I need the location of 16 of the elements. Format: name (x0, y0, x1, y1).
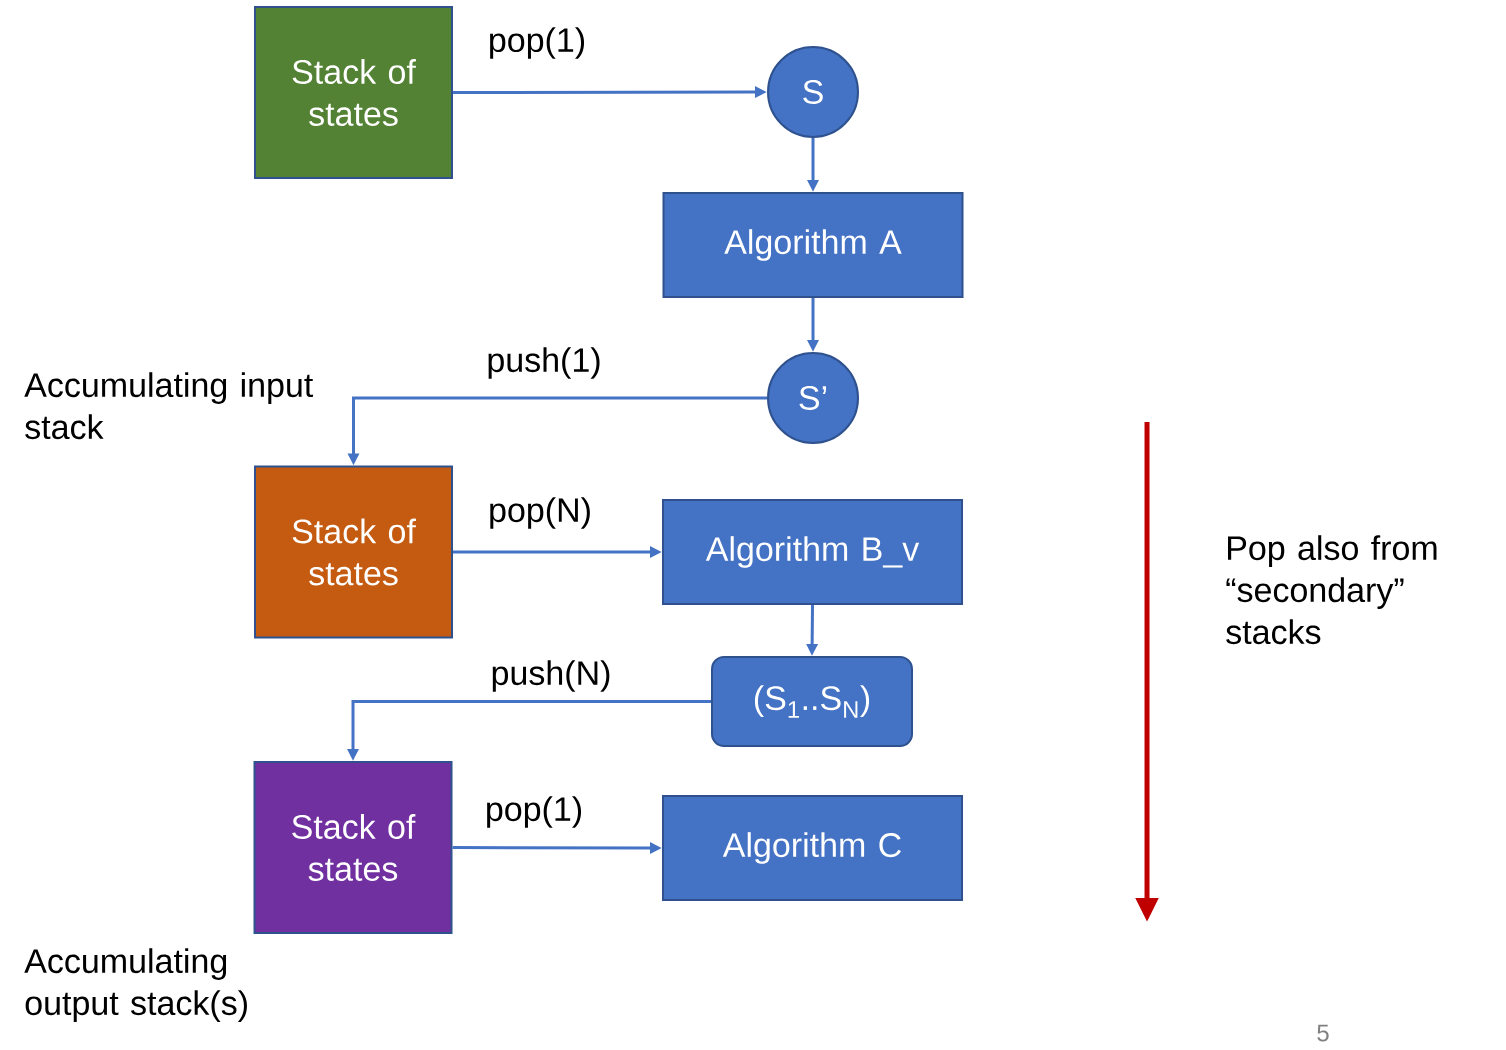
edge-label: pop(1) (483, 795, 585, 829)
edge-label: push(1) (485, 346, 603, 380)
side-note: Accumulating output stack(s) (24, 948, 247, 1022)
page-number: 5 (1317, 1024, 1329, 1042)
edge-label: push(N) (489, 659, 613, 693)
process-box: Algorithm A (662, 192, 964, 298)
rounded-box: (S$_{1}$..S$_{N}$) (711, 656, 913, 747)
stack-box: Stack of states (254, 465, 453, 639)
process-box: Algorithm B_v (662, 499, 963, 605)
edge-label: pop(N) (487, 496, 593, 530)
side-note: Accumulating input stack (24, 372, 314, 440)
note: Pop also from “secondary” stacks (1226, 535, 1437, 645)
stack-box: Stack of states (253, 761, 453, 934)
process-box: Algorithm C (662, 795, 963, 901)
edge-label: pop(1) (486, 26, 588, 60)
stack-box: Stack of states (254, 6, 453, 179)
